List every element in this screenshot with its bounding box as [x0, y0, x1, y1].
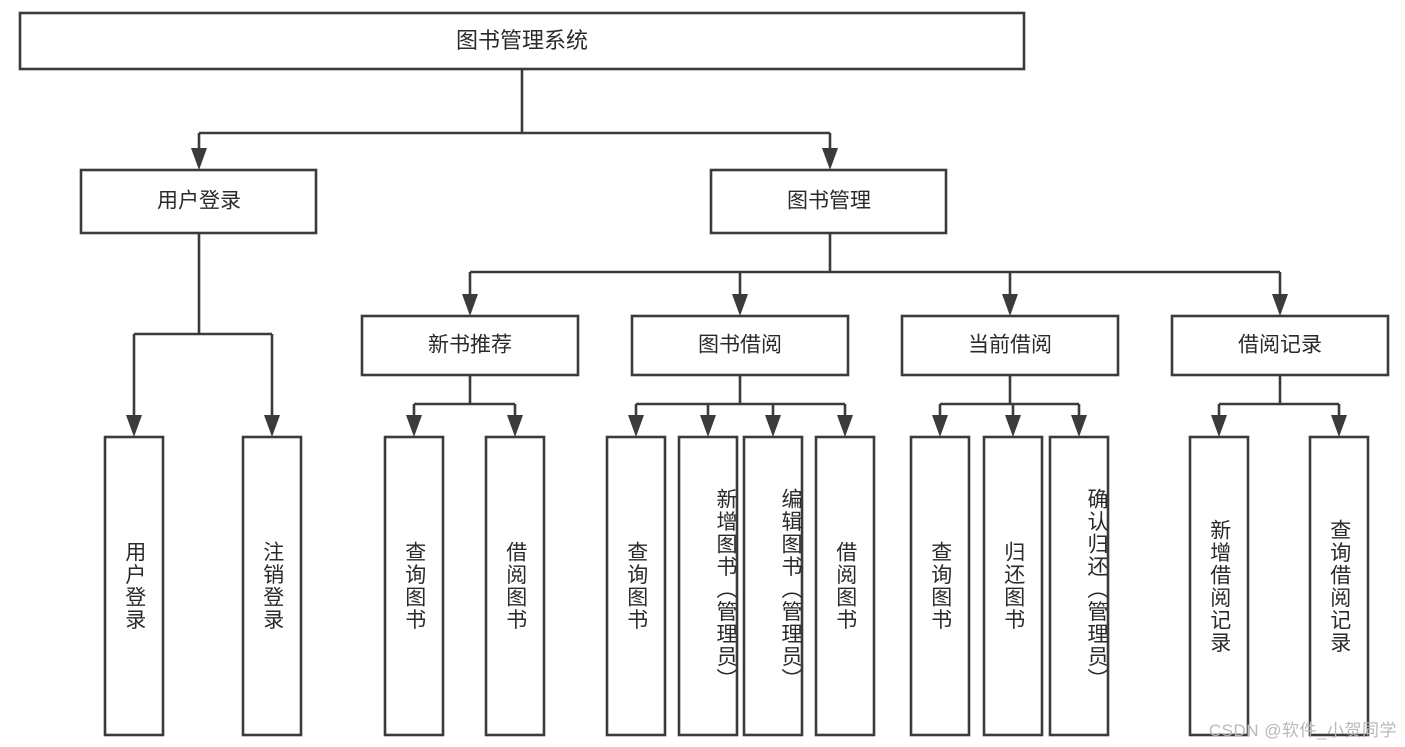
node-borrow-record-label: 借阅记录 — [1238, 334, 1322, 357]
connector-new-book-recommend-to-leaves — [412, 375, 517, 425]
node-user-login[interactable]: 用户登录 — [79, 168, 318, 235]
arrow-to-new-book-recommend — [462, 294, 478, 316]
node-current-borrow-box[interactable] — [900, 314, 1120, 377]
leaf-user-login-box[interactable] — [103, 435, 165, 737]
connector-user-login-to-leaves — [132, 233, 274, 425]
arrow-recommend-to-query-book — [406, 415, 422, 437]
node-book-management-label: 图书管理 — [787, 190, 871, 213]
arrow-user-login-to-leaf-user-login — [126, 415, 142, 437]
arrow-root-to-book-management — [822, 148, 838, 170]
leaf-confirm-return-admin-box[interactable] — [1048, 435, 1110, 737]
leaf-add-book-admin-box[interactable] — [677, 435, 739, 737]
leaf-query-book-recommend-box[interactable] — [383, 435, 445, 737]
arrow-to-book-borrow — [732, 294, 748, 316]
arrow-user-login-to-leaf-logout — [264, 415, 280, 437]
node-title[interactable]: 图书管理系统 — [18, 11, 1026, 71]
node-user-login-label: 用户登录 — [157, 190, 241, 213]
node-borrow-record[interactable]: 借阅记录 — [1170, 314, 1390, 377]
arrow-root-to-user-login — [191, 148, 207, 170]
arrow-borrow-to-edit-book — [765, 415, 781, 437]
connector-layer — [126, 69, 1347, 437]
node-title-label: 图书管理系统 — [456, 28, 588, 53]
node-user-login-box[interactable] — [79, 168, 318, 235]
node-book-borrow-label: 图书借阅 — [698, 334, 782, 357]
connector-book-borrow-to-leaves — [634, 375, 847, 425]
arrow-recommend-to-borrow-book — [507, 415, 523, 437]
node-new-book-recommend-label: 新书推荐 — [428, 334, 512, 357]
arrow-borrow-to-add-book — [700, 415, 716, 437]
leaf-add-borrow-record-box[interactable] — [1188, 435, 1250, 737]
connector-current-borrow-to-leaves — [938, 375, 1081, 425]
node-borrow-record-box[interactable] — [1170, 314, 1390, 377]
node-current-borrow-label: 当前借阅 — [968, 334, 1052, 357]
leaf-borrow-book-box[interactable] — [814, 435, 876, 737]
arrow-to-borrow-record — [1272, 294, 1288, 316]
arrow-to-current-borrow — [1002, 294, 1018, 316]
arrow-record-to-query-record — [1331, 415, 1347, 437]
leaf-query-book-borrow-box[interactable] — [605, 435, 667, 737]
node-book-management[interactable]: 图书管理 — [709, 168, 948, 235]
arrow-current-to-query-book — [932, 415, 948, 437]
connector-root-to-level2 — [197, 69, 832, 158]
node-book-management-box[interactable] — [709, 168, 948, 235]
leaf-logout-box[interactable] — [241, 435, 303, 737]
node-book-borrow[interactable]: 图书借阅 — [630, 314, 850, 377]
leaf-boxes-layer — [103, 435, 1370, 737]
arrow-current-to-return-book — [1005, 415, 1021, 437]
leaf-borrow-book-recommend-box[interactable] — [484, 435, 546, 737]
node-book-borrow-box[interactable] — [630, 314, 850, 377]
leaf-return-book-box[interactable] — [982, 435, 1044, 737]
connector-book-management-to-level3 — [468, 233, 1282, 304]
node-title-box[interactable] — [18, 11, 1026, 71]
arrow-record-to-add-record — [1211, 415, 1227, 437]
node-new-book-recommend[interactable]: 新书推荐 — [360, 314, 580, 377]
connector-borrow-record-to-leaves — [1217, 375, 1341, 425]
arrow-borrow-to-borrow-book — [837, 415, 853, 437]
leaf-query-borrow-record-box[interactable] — [1308, 435, 1370, 737]
arrow-current-to-confirm-return — [1071, 415, 1087, 437]
leaf-edit-book-admin-box[interactable] — [742, 435, 804, 737]
node-new-book-recommend-box[interactable] — [360, 314, 580, 377]
node-current-borrow[interactable]: 当前借阅 — [900, 314, 1120, 377]
watermark: CSDN @软件_小贺同学 — [1208, 721, 1397, 740]
arrow-borrow-to-query-book — [628, 415, 644, 437]
leaf-query-book-current-box[interactable] — [909, 435, 971, 737]
